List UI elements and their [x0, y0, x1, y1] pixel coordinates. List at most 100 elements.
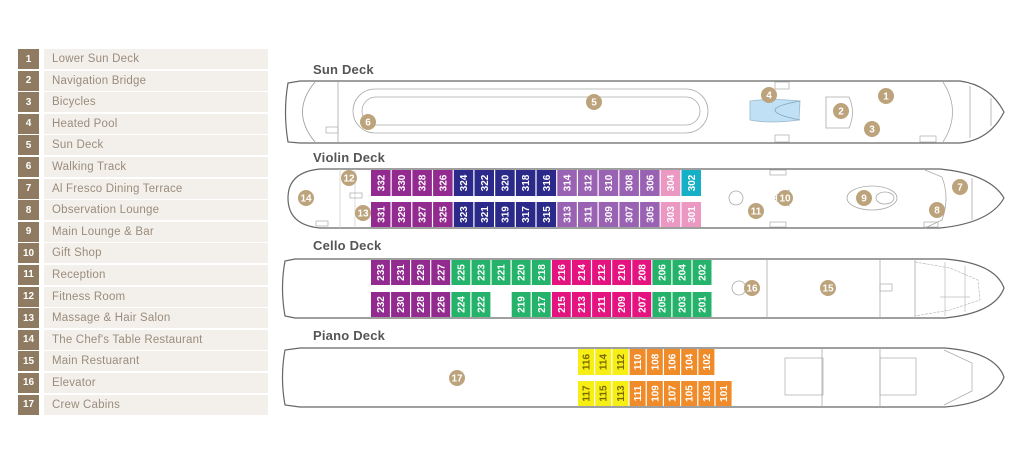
- cabin-305[interactable]: 305: [640, 202, 660, 227]
- cabin-233[interactable]: 233: [371, 260, 390, 285]
- cabin-324[interactable]: 324: [453, 170, 474, 196]
- cabin-331[interactable]: 331: [371, 202, 391, 227]
- location-marker-9[interactable]: 9: [856, 190, 872, 206]
- cabin-102[interactable]: 102: [698, 349, 715, 375]
- cabin-110[interactable]: 110: [629, 349, 646, 375]
- cabin-211[interactable]: 211: [592, 292, 611, 317]
- cabin-206[interactable]: 206: [652, 260, 672, 285]
- cabin-212[interactable]: 212: [592, 260, 611, 285]
- location-marker-7[interactable]: 7: [952, 179, 968, 195]
- cabin-109[interactable]: 109: [646, 381, 663, 406]
- cabin-216[interactable]: 216: [551, 260, 571, 285]
- cabin-309[interactable]: 309: [598, 202, 619, 227]
- cabin-201[interactable]: 201: [692, 292, 712, 317]
- cabin-107[interactable]: 107: [664, 381, 680, 406]
- cabin-215[interactable]: 215: [551, 292, 571, 317]
- cabin-213[interactable]: 213: [572, 292, 591, 317]
- location-marker-8[interactable]: 8: [929, 202, 945, 218]
- cabin-321[interactable]: 321: [474, 202, 495, 227]
- cabin-302[interactable]: 302: [681, 170, 702, 196]
- cabin-106[interactable]: 106: [664, 349, 680, 375]
- cabin-205[interactable]: 205: [652, 292, 672, 317]
- location-marker-5[interactable]: 5: [586, 94, 602, 110]
- cabin-108[interactable]: 108: [646, 349, 663, 375]
- cabin-332[interactable]: 332: [371, 170, 391, 196]
- cabin-307[interactable]: 307: [619, 202, 639, 227]
- cabin-101[interactable]: 101: [715, 381, 732, 406]
- cabin-329[interactable]: 329: [391, 202, 412, 227]
- cabin-231[interactable]: 231: [391, 260, 410, 285]
- cabin-328[interactable]: 328: [412, 170, 432, 196]
- cabin-330[interactable]: 330: [391, 170, 412, 196]
- location-marker-17[interactable]: 17: [449, 370, 465, 386]
- cabin-208[interactable]: 208: [632, 260, 652, 285]
- cabin-117[interactable]: 117: [578, 381, 594, 406]
- cabin-327[interactable]: 327: [412, 202, 432, 227]
- cabin-222[interactable]: 222: [471, 292, 491, 317]
- cabin-312[interactable]: 312: [578, 170, 598, 196]
- cabin-202[interactable]: 202: [692, 260, 712, 285]
- cabin-115[interactable]: 115: [595, 381, 612, 406]
- cabin-105[interactable]: 105: [681, 381, 698, 406]
- cabin-323[interactable]: 323: [453, 202, 474, 227]
- location-marker-13[interactable]: 13: [355, 205, 371, 221]
- cabin-113[interactable]: 113: [612, 381, 629, 406]
- cabin-207[interactable]: 207: [632, 292, 652, 317]
- cabin-319[interactable]: 319: [495, 202, 515, 227]
- cabin-304[interactable]: 304: [660, 170, 681, 196]
- cabin-217[interactable]: 217: [531, 292, 551, 317]
- cabin-301[interactable]: 301: [681, 202, 702, 227]
- cabin-326[interactable]: 326: [433, 170, 453, 196]
- cabin-224[interactable]: 224: [451, 292, 471, 317]
- cabin-315[interactable]: 315: [536, 202, 557, 227]
- cabin-229[interactable]: 229: [411, 260, 431, 285]
- cabin-221[interactable]: 221: [491, 260, 511, 285]
- cabin-320[interactable]: 320: [495, 170, 515, 196]
- location-marker-2[interactable]: 2: [833, 103, 849, 119]
- cabin-322[interactable]: 322: [474, 170, 495, 196]
- cabin-203[interactable]: 203: [672, 292, 692, 317]
- cabin-227[interactable]: 227: [431, 260, 451, 285]
- cabin-number: 317: [521, 206, 532, 223]
- location-marker-4[interactable]: 4: [761, 87, 777, 103]
- cabin-223[interactable]: 223: [471, 260, 491, 285]
- location-marker-1[interactable]: 1: [878, 88, 894, 104]
- cabin-111[interactable]: 111: [629, 381, 646, 406]
- cabin-112[interactable]: 112: [612, 349, 629, 375]
- cabin-314[interactable]: 314: [557, 170, 577, 196]
- location-marker-6[interactable]: 6: [360, 114, 376, 130]
- cabin-104[interactable]: 104: [681, 349, 698, 375]
- cabin-308[interactable]: 308: [619, 170, 639, 196]
- cabin-232[interactable]: 232: [371, 292, 390, 317]
- location-marker-10[interactable]: 10: [777, 190, 793, 206]
- cabin-225[interactable]: 225: [451, 260, 471, 285]
- cabin-303[interactable]: 303: [660, 202, 681, 227]
- cabin-220[interactable]: 220: [511, 260, 531, 285]
- cabin-228[interactable]: 228: [411, 292, 431, 317]
- cabin-310[interactable]: 310: [598, 170, 619, 196]
- cabin-214[interactable]: 214: [572, 260, 591, 285]
- cabin-204[interactable]: 204: [672, 260, 692, 285]
- cabin-230[interactable]: 230: [391, 292, 410, 317]
- location-marker-16[interactable]: 16: [744, 280, 760, 296]
- location-marker-12[interactable]: 12: [341, 170, 357, 186]
- location-marker-3[interactable]: 3: [864, 121, 880, 137]
- cabin-218[interactable]: 218: [531, 260, 551, 285]
- cabin-219[interactable]: 219: [511, 292, 531, 317]
- cabin-325[interactable]: 325: [433, 202, 453, 227]
- cabin-317[interactable]: 317: [515, 202, 536, 227]
- cabin-316[interactable]: 316: [536, 170, 557, 196]
- cabin-210[interactable]: 210: [612, 260, 632, 285]
- cabin-306[interactable]: 306: [640, 170, 660, 196]
- cabin-311[interactable]: 311: [578, 202, 598, 227]
- cabin-209[interactable]: 209: [612, 292, 632, 317]
- cabin-226[interactable]: 226: [431, 292, 451, 317]
- location-marker-14[interactable]: 14: [298, 190, 314, 206]
- location-marker-15[interactable]: 15: [820, 280, 836, 296]
- cabin-114[interactable]: 114: [595, 349, 612, 375]
- cabin-116[interactable]: 116: [578, 349, 594, 375]
- cabin-103[interactable]: 103: [698, 381, 715, 406]
- cabin-318[interactable]: 318: [515, 170, 536, 196]
- cabin-313[interactable]: 313: [557, 202, 577, 227]
- location-marker-11[interactable]: 11: [748, 203, 764, 219]
